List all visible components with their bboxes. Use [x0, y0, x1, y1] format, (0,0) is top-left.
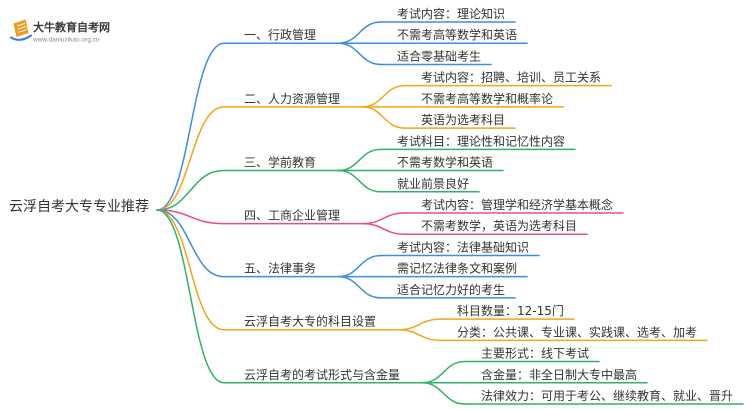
- branch-4-connector: [156, 209, 225, 225]
- branch-7-leaf-2-label: 含金量：非全日制大专中最高: [481, 367, 637, 382]
- branch-5-leaf-1-label: 考试内容：法律基础知识: [397, 239, 529, 254]
- branch-7-leaf-3-label: 法律效力：可用于考公、继续教育、就业、晋升: [481, 388, 733, 403]
- branch-6-label: 云浮自考大专的科目设置: [244, 314, 376, 329]
- branch-5-leaf-3-connector: [337, 275, 382, 299]
- branch-node-2: 二、人力资源管理 考试内容：招聘、培训、员工关系 不需考高等数学和概率论 英语为…: [156, 70, 612, 211]
- branch-6-leaf-1-connector: [397, 318, 442, 331]
- branch-7-leaf-3: 法律效力：可用于考公、继续教育、就业、晋升: [421, 382, 744, 405]
- branch-6-leaf-1-label: 科目数量：12-15门: [457, 303, 564, 318]
- branch-5-leaf-3-label: 适合记忆力好的考生: [397, 282, 505, 297]
- branch-5-label: 五、法律事务: [244, 261, 316, 276]
- branch-7-leaf-1-label: 主要形式：线下考试: [481, 346, 589, 361]
- branch-4-leaf-1-label: 考试内容：管理学和经济学基本概念: [421, 197, 613, 212]
- root-node: 云浮自考大专专业推荐: [9, 199, 149, 215]
- branch-1-leaf-2-label: 不需考高等数学和英语: [397, 27, 517, 42]
- branch-4-leaf-2-label: 不需考数学，英语为选考科目: [421, 218, 577, 233]
- branch-7-leaf-2: 含金量：非全日制大专中最高: [421, 367, 648, 384]
- branch-node-1: 一、行政管理 考试内容：理论知识 不需考高等数学和英语 适合零基础考生: [156, 6, 528, 211]
- branch-node-3: 三、学前教育 考试科目：理论性和记忆性内容 不需考数学和英语 就业前景良好: [156, 133, 576, 211]
- branch-7-label: 云浮自考的考试形式与含金量: [244, 367, 400, 382]
- branch-3-connector: [156, 169, 225, 211]
- branch-6-leaf-2-label: 分类：公共课、专业课、实践课、选考、加考: [457, 324, 697, 339]
- branch-7-leaf-1: 主要形式：线下考试: [421, 346, 600, 384]
- branch-3-leaf-1-connector: [337, 148, 382, 172]
- branch-5-connector: [156, 209, 225, 278]
- branch-1-connector: [156, 42, 225, 211]
- branch-2-leaf-1-connector: [361, 84, 406, 108]
- branch-2-label: 二、人力资源管理: [244, 91, 340, 106]
- branch-6-connector: [156, 209, 225, 331]
- branch-2-leaf-3: 英语为选考科目: [361, 106, 516, 129]
- branch-2-connector: [156, 106, 225, 211]
- branch-3-leaf-3-connector: [337, 169, 382, 193]
- branch-5-leaf-2: 需记忆法律条文和案例: [337, 261, 528, 278]
- branch-1-leaf-1-connector: [337, 21, 382, 44]
- branch-3-leaf-3: 就业前景良好: [337, 169, 480, 193]
- branch-3-leaf-1-label: 考试科目：理论性和记忆性内容: [397, 133, 565, 148]
- branch-5-leaf-1-connector: [337, 254, 382, 278]
- book-logo-icon: [10, 19, 32, 41]
- branch-node-5: 五、法律事务 考试内容：法律基础知识 需记忆法律条文和案例 适合记忆力好的考生: [156, 209, 540, 299]
- branch-2-leaf-2-label: 不需考高等数学和概率论: [421, 91, 553, 106]
- branch-node-4: 四、工商企业管理 考试内容：管理学和经济学基本概念 不需考数学，英语为选考科目: [156, 197, 624, 235]
- branch-1-leaf-3-connector: [337, 42, 382, 66]
- branch-1-label: 一、行政管理: [244, 27, 316, 42]
- branch-6-leaf-2-connector: [397, 328, 442, 342]
- branch-4-label: 四、工商企业管理: [244, 208, 340, 223]
- branch-6-leaf-2: 分类：公共课、专业课、实践课、选考、加考: [397, 324, 708, 342]
- branch-node-7: 云浮自考的考试形式与含金量 主要形式：线下考试 含金量：非全日制大专中最高 法律…: [156, 209, 744, 405]
- branch-2-leaf-3-connector: [361, 106, 406, 129]
- branch-4-leaf-2-connector: [361, 222, 406, 235]
- branch-2-leaf-1-label: 考试内容：招聘、培训、员工关系: [421, 70, 601, 85]
- site-url: www.daniuzikao.org.cn: [32, 37, 100, 44]
- site-logo: 大牛教育自考网 www.daniuzikao.org.cn: [10, 19, 110, 44]
- branch-1-leaf-3-label: 适合零基础考生: [397, 48, 481, 63]
- branch-1-leaf-3: 适合零基础考生: [337, 42, 492, 66]
- branch-7-connector: [156, 209, 225, 384]
- branch-7-leaf-3-connector: [421, 382, 466, 405]
- branch-1-leaf-2: 不需考高等数学和英语: [337, 27, 528, 44]
- branch-6-leaf-1: 科目数量：12-15门: [397, 303, 575, 331]
- branch-2-leaf-3-label: 英语为选考科目: [421, 113, 505, 127]
- branch-5-leaf-3: 适合记忆力好的考生: [337, 275, 516, 299]
- branch-5-leaf-2-label: 需记忆法律条文和案例: [397, 261, 517, 276]
- branch-node-6: 云浮自考大专的科目设置 科目数量：12-15门 分类：公共课、专业课、实践课、选…: [156, 209, 708, 342]
- branch-1-leaf-1-label: 考试内容：理论知识: [397, 6, 505, 21]
- branch-3-leaf-3-label: 就业前景良好: [397, 176, 469, 191]
- branch-2-leaf-2: 不需考高等数学和概率论: [361, 91, 564, 108]
- branch-3-leaf-2: 不需考数学和英语: [337, 155, 504, 172]
- branch-7-leaf-1-connector: [421, 360, 466, 384]
- branch-2-leaf-1: 考试内容：招聘、培训、员工关系: [361, 70, 612, 108]
- branch-4-leaf-2: 不需考数学，英语为选考科目: [361, 218, 588, 235]
- branch-3-label: 三、学前教育: [244, 155, 316, 170]
- branch-4-leaf-1-connector: [361, 212, 406, 225]
- site-name: 大牛教育自考网: [33, 20, 110, 34]
- branch-3-leaf-2-label: 不需考数学和英语: [397, 155, 493, 170]
